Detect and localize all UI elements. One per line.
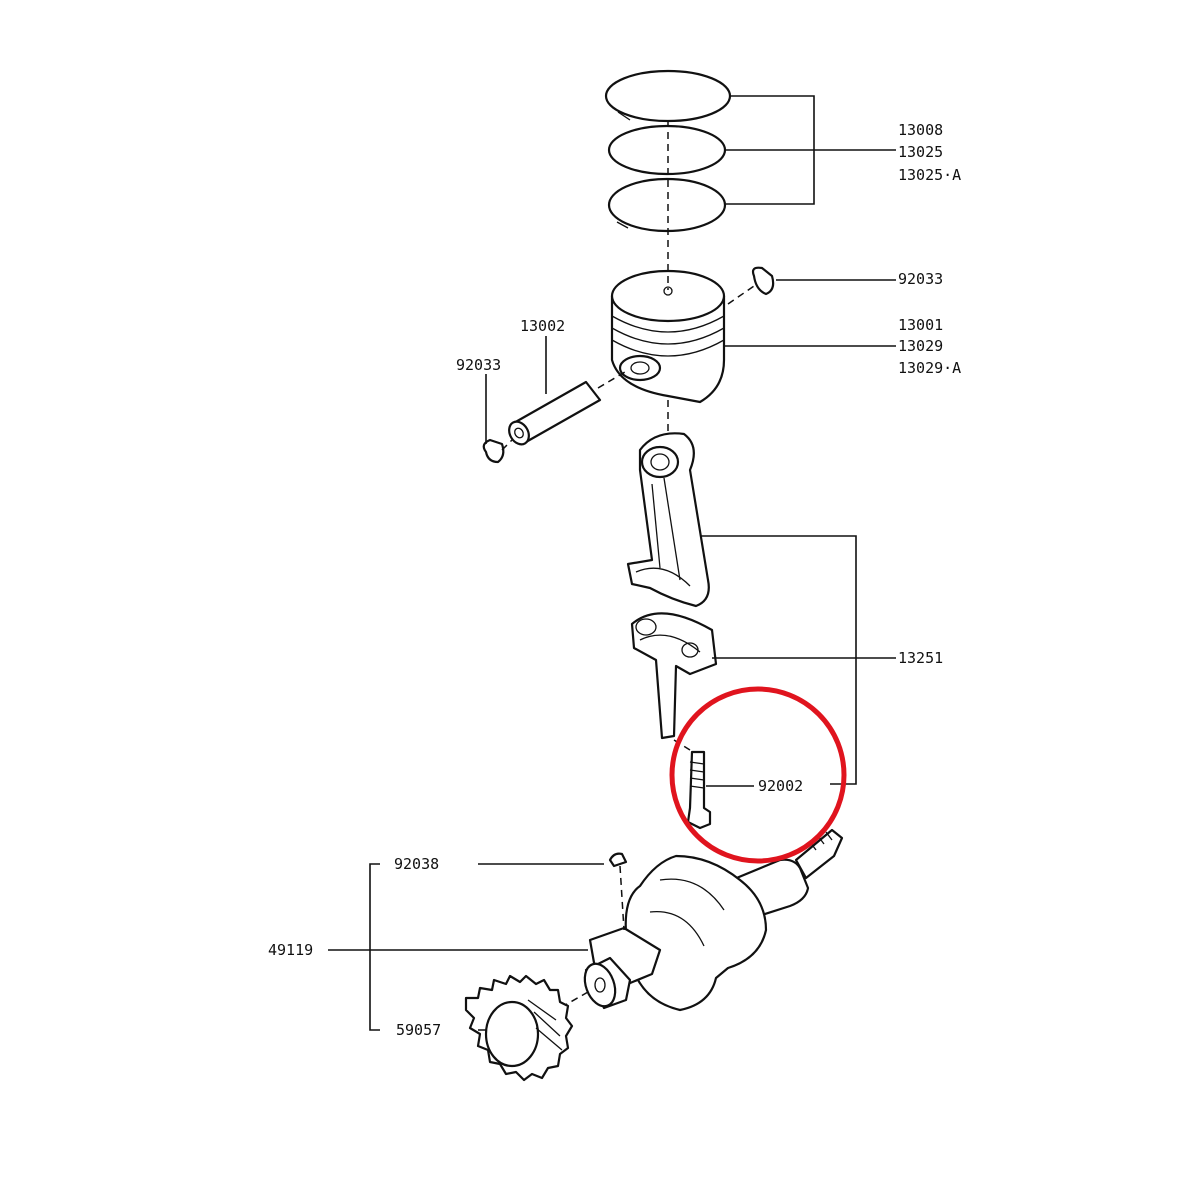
label-ring-13025-a: 13025·A (898, 166, 961, 184)
piston-pin[interactable] (505, 371, 626, 448)
highlight-circle (669, 686, 847, 864)
pin-clip-right[interactable] (727, 266, 775, 305)
label-bolt-92002: 92002 (758, 777, 803, 795)
label-ring-13008: 13008 (898, 121, 943, 139)
label-piston-13029: 13029 (898, 337, 943, 355)
label-ring-13025: 13025 (898, 143, 943, 161)
label-gear-59057: 59057 (396, 1021, 441, 1039)
label-piston-13001: 13001 (898, 316, 943, 334)
rod-cap[interactable] (630, 612, 718, 740)
piston[interactable] (610, 269, 726, 404)
leader-lines (328, 95, 896, 1031)
connecting-rod[interactable] (626, 432, 710, 608)
label-pin-13002: 13002 (520, 317, 565, 335)
label-rod-13251: 13251 (898, 649, 943, 667)
label-piston-13029-a: 13029·A (898, 359, 961, 377)
crank-gear[interactable] (464, 974, 574, 1082)
label-key-92038: 92038 (394, 855, 439, 873)
crankshaft[interactable] (559, 828, 844, 1012)
woodruff-key[interactable] (608, 852, 628, 931)
label-crank-49119: 49119 (268, 941, 313, 959)
piston-rings[interactable] (604, 69, 732, 233)
label-clip-92033-left: 92033 (456, 356, 501, 374)
label-clip-92033-top: 92033 (898, 270, 943, 288)
pin-clip-left[interactable] (482, 438, 513, 464)
